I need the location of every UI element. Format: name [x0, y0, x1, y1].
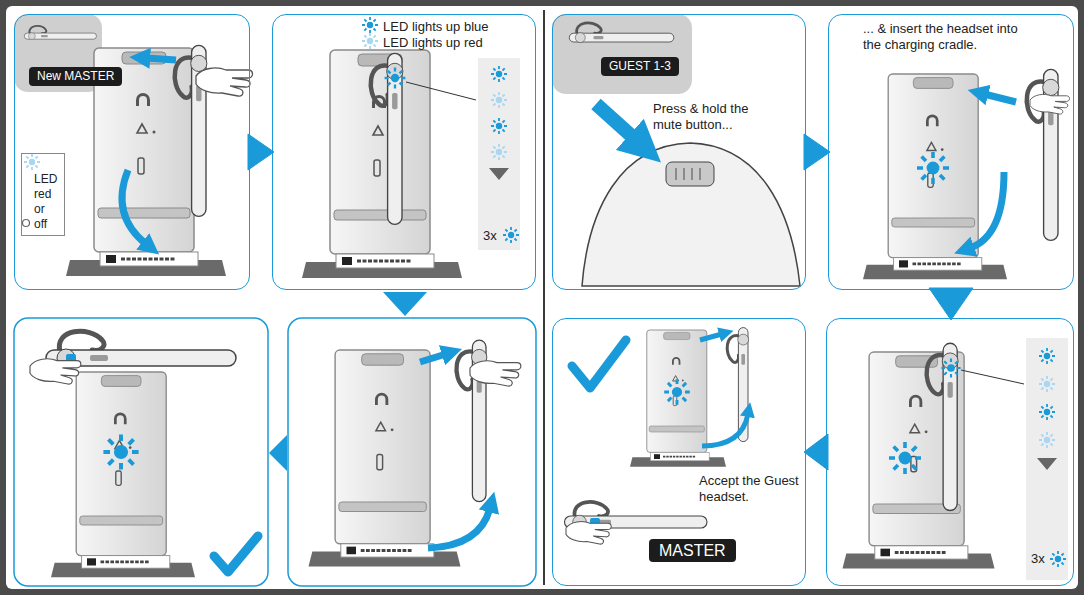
- repeat-count: 3x: [483, 228, 497, 244]
- step-arrow-part: [383, 292, 427, 316]
- insert-step-part: [1030, 94, 1070, 114]
- repeat-count: 3x: [1031, 551, 1045, 567]
- step-arrow-part: [269, 435, 287, 471]
- remove-step-part: [428, 508, 490, 548]
- accept-step-part: [572, 340, 626, 388]
- role-badge: GUEST 1-3: [601, 57, 679, 76]
- led-sequence-step-part: [491, 66, 507, 82]
- role-badge: New MASTER: [29, 67, 122, 86]
- new-master-step-part: [122, 170, 146, 244]
- led-sequence-step-part: [491, 118, 507, 134]
- remove-step-part: [470, 361, 521, 386]
- led-sequence-step-part: [491, 144, 507, 160]
- guest-led-step-part: [961, 370, 1024, 384]
- instruction-text: ... & insert the headset into the chargi…: [863, 21, 1019, 53]
- accept-step-part: [566, 522, 611, 544]
- insert-step: [863, 69, 1070, 279]
- done-step-part: [103, 434, 138, 469]
- led-sequence-step-part: [362, 33, 378, 49]
- guest-led-step-part: [1039, 432, 1055, 448]
- remove-step: [309, 340, 521, 567]
- guest-step-part: [569, 23, 674, 43]
- led-sequence-step: [302, 17, 520, 278]
- step-panel-part: [288, 318, 536, 586]
- insert-step-part: [863, 74, 1007, 279]
- role-badge: MASTER: [649, 539, 736, 562]
- guest-led-step-part: [1039, 404, 1055, 420]
- guest-led-step-part: [1026, 338, 1068, 580]
- guest-led-step-part: [1050, 551, 1066, 567]
- step-arrow: [248, 134, 274, 170]
- guest-led-step-part: [941, 358, 960, 377]
- led-note: LED lights up red: [383, 35, 483, 51]
- done-step-part: [214, 536, 258, 572]
- guest-led-step-part: [1037, 458, 1057, 470]
- guest-led-step-part: [843, 352, 995, 569]
- step-arrow: [929, 288, 973, 320]
- led-note: LED lights up blue: [383, 19, 489, 35]
- guest-led-step-part: [889, 442, 921, 474]
- led-sequence-step-part: [503, 227, 519, 243]
- step-panel-part: [14, 318, 268, 586]
- guest-led-step-part: [1039, 348, 1055, 364]
- guest-step-part: [676, 168, 700, 180]
- instruction-panel: Accept the Guest headset. MASTER: [552, 318, 806, 586]
- led-sequence-step-part: [491, 92, 507, 108]
- new-master-step-part: [23, 220, 30, 227]
- accept-step-part: [702, 414, 748, 446]
- accept-step-part: [664, 379, 690, 405]
- accept-step: [565, 328, 749, 544]
- insert-step-part: [970, 172, 1004, 248]
- accept-step-part: [700, 334, 722, 340]
- instruction-panel: New MASTER LED red or off: [14, 14, 250, 290]
- led-sequence-step-part: [406, 82, 476, 100]
- guest-step-part: [552, 14, 692, 94]
- instruction-panel: GUEST 1-3Press & hold the mute button...: [552, 14, 806, 290]
- done-step: [30, 331, 258, 577]
- led-legend: LED red or off: [21, 153, 65, 236]
- done-step-part: [51, 372, 195, 577]
- led-sequence-step-part: [489, 168, 509, 180]
- page-ground-part: [543, 10, 545, 585]
- remove-step-part: [309, 350, 461, 567]
- instruction-text: Accept the Guest headset.: [699, 473, 799, 505]
- led-sequence-step-part: [478, 58, 520, 250]
- guest-step: [552, 14, 800, 286]
- guest-led-step: [843, 338, 1069, 580]
- led-sequence-step-part: [385, 68, 406, 89]
- guest-step-part: [666, 162, 714, 186]
- led-sequence-step-part: [302, 50, 462, 278]
- instruction-panel: ... & insert the headset into the chargi…: [828, 14, 1074, 290]
- new-master-step-part: [24, 26, 96, 40]
- page-ground-part: [6, 6, 1078, 589]
- guest-step-part: [596, 104, 636, 140]
- step-arrow: [804, 134, 830, 170]
- insert-step-part: [917, 152, 949, 184]
- instruction-panel: LED lights up blueLED lights up red 3x: [272, 14, 536, 290]
- remove-step-part: [420, 354, 446, 362]
- new-master-step-part: [196, 68, 253, 96]
- instruction-panel: 3x: [826, 318, 1074, 586]
- led-sequence-step-part: [362, 17, 378, 33]
- new-master-step: [14, 14, 253, 276]
- guest-step-part: [582, 143, 800, 286]
- step-arrow: [804, 434, 828, 470]
- insert-step-part: [984, 94, 1016, 102]
- guest-led-step-part: [1039, 376, 1055, 392]
- instruction-text: Press & hold the mute button...: [653, 101, 769, 133]
- step-panel: [14, 318, 536, 586]
- new-master-step-part: [24, 154, 40, 170]
- new-master-step-part: [146, 58, 176, 60]
- done-step-part: [30, 359, 81, 384]
